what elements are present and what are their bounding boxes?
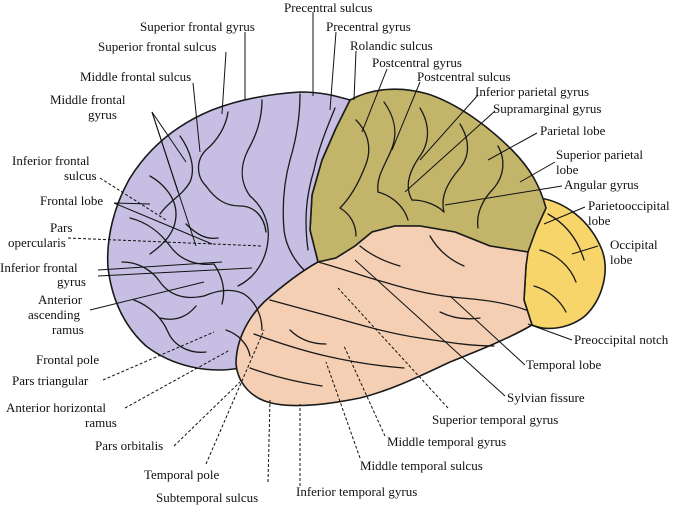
label-pars-triangular: Pars triangular (12, 373, 89, 388)
label-middle-temporal-sulcus: Middle temporal sulcus (360, 458, 483, 473)
labels: Precentral sulcus Superior frontal gyrus… (0, 0, 670, 505)
label-middle-frontal-gyrus-1: Middle frontal (50, 92, 126, 107)
label-middle-frontal-sulcus: Middle frontal sulcus (80, 69, 191, 84)
label-inferior-frontal-sulcus-1: Inferior frontal (12, 153, 90, 168)
label-temporal-lobe: Temporal lobe (526, 357, 601, 372)
label-anterior-ascending-ramus-2: ascending (28, 307, 80, 322)
label-superior-frontal-sulcus: Superior frontal sulcus (98, 39, 216, 54)
label-anterior-horizontal-ramus-1: Anterior horizontal (6, 400, 106, 415)
label-superior-frontal-gyrus: Superior frontal gyrus (140, 19, 255, 34)
label-temporal-pole: Temporal pole (144, 467, 219, 482)
label-occipital-lobe-1: Occipital (610, 237, 658, 252)
label-precentral-sulcus: Precentral sulcus (284, 0, 372, 15)
label-postcentral-sulcus: Postcentral sulcus (417, 69, 511, 84)
label-angular-gyrus: Angular gyrus (564, 177, 639, 192)
label-supramarginal-gyrus: Supramarginal gyrus (493, 101, 601, 116)
label-rolandic-sulcus: Rolandic sulcus (350, 38, 433, 53)
label-superior-parietal-lobe-1: Superior parietal (556, 147, 643, 162)
label-frontal-pole: Frontal pole (36, 352, 99, 367)
label-parietooccipital-lobe-1: Parietooccipital (588, 198, 670, 213)
label-parietal-lobe: Parietal lobe (540, 123, 606, 138)
label-occipital-lobe-2: lobe (610, 252, 633, 267)
label-preoccipital-notch: Preoccipital notch (574, 332, 669, 347)
label-parietooccipital-lobe-2: lobe (588, 213, 611, 228)
label-sylvian-fissure: Sylvian fissure (507, 390, 585, 405)
label-middle-temporal-gyrus: Middle temporal gyrus (387, 434, 506, 449)
label-subtemporal-sulcus: Subtemporal sulcus (156, 490, 258, 505)
brain-folds (121, 93, 585, 387)
label-pars-opercularis-1: Pars (50, 220, 72, 235)
label-inferior-frontal-gyrus-2: gyrus (57, 274, 86, 289)
label-inferior-frontal-sulcus-2: sulcus (64, 168, 97, 183)
label-anterior-horizontal-ramus-2: ramus (85, 415, 117, 430)
label-anterior-ascending-ramus-3: ramus (52, 322, 84, 337)
label-inferior-temporal-gyrus: Inferior temporal gyrus (296, 484, 417, 499)
leader-lines (67, 12, 599, 486)
label-superior-parietal-lobe-2: lobe (556, 162, 579, 177)
label-frontal-lobe: Frontal lobe (40, 193, 103, 208)
label-superior-temporal-gyrus: Superior temporal gyrus (432, 412, 558, 427)
label-postcentral-gyrus: Postcentral gyrus (372, 55, 462, 70)
label-inferior-parietal-gyrus: Inferior parietal gyrus (475, 84, 589, 99)
label-pars-opercularis-2: opercularis (8, 235, 66, 250)
label-inferior-frontal-gyrus-1: Inferior frontal (0, 260, 78, 275)
label-anterior-ascending-ramus-1: Anterior (38, 292, 83, 307)
label-middle-frontal-gyrus-2: gyrus (88, 107, 117, 122)
label-precentral-gyrus: Precentral gyrus (326, 19, 411, 34)
label-pars-orbitalis: Pars orbitalis (95, 438, 163, 453)
